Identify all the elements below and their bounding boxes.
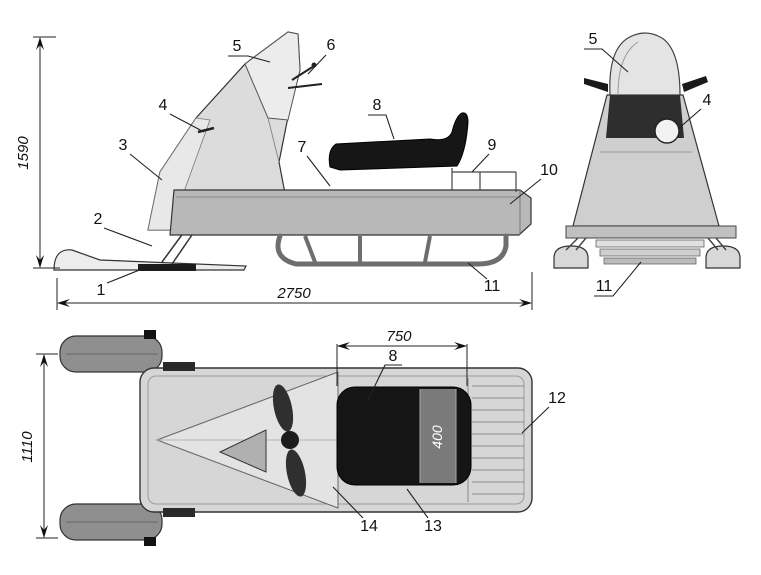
callout-1: 1 [97, 282, 106, 299]
height-dim-label: 1590 [15, 136, 32, 170]
top-view-dimensions: 1110 750 [19, 328, 468, 539]
rear-deck-planks [472, 385, 524, 495]
seat-length-dim-label: 750 [386, 328, 412, 345]
ski-pivot-mark [144, 330, 156, 339]
sled-frame-strut [303, 235, 317, 263]
side-view-dimensions: 1590 2750 [15, 36, 533, 310]
engine-cone [218, 429, 267, 473]
front-sled-layer [603, 257, 697, 265]
callout-10-leader [509, 178, 542, 205]
width-dim-label: 1110 [19, 431, 36, 463]
callout-10: 10 [540, 162, 558, 179]
callout-2: 2 [94, 211, 103, 228]
platform-shape [169, 189, 532, 236]
callout-14: 14 [360, 518, 378, 535]
sled-frame-strut [423, 235, 432, 263]
callout-5-front: 5 [589, 31, 598, 48]
top-view: 400 [59, 330, 533, 546]
callout-11-front: 11 [596, 278, 613, 295]
callout-8: 8 [373, 97, 382, 114]
length-dim-label: 2750 [276, 285, 311, 302]
callout-4: 4 [159, 97, 168, 114]
callout-9-leader [471, 153, 490, 173]
ski-shoe-shape [138, 264, 196, 271]
front-platform-bar [565, 225, 737, 239]
callout-11-leader [467, 262, 488, 280]
handle-wing-right [682, 76, 708, 92]
callout-5-leader [228, 55, 271, 63]
callout-5-front-leader [584, 48, 629, 73]
front-view [553, 32, 741, 269]
front-sled-layer [595, 239, 705, 248]
propeller-blade-lower [285, 449, 307, 497]
callout-14-leader [332, 486, 364, 519]
callout-8-top-leader [367, 364, 402, 401]
callout-8-leader [368, 114, 395, 140]
callout-13-leader [406, 488, 429, 519]
callout-6: 6 [327, 37, 336, 54]
front-strut [565, 237, 579, 251]
callout-7-leader [306, 155, 331, 187]
seat-shape [328, 112, 469, 171]
steering-strut-line [161, 231, 185, 263]
seat-dim-band [420, 389, 456, 483]
top-view-callouts: 8 12 13 14 [332, 348, 566, 535]
mirror-head [311, 62, 317, 68]
callout-9: 9 [488, 137, 497, 154]
propeller-hub [281, 431, 299, 449]
callout-4-leader [169, 113, 205, 133]
callout-11-front-leader [594, 261, 642, 297]
front-view-callouts: 5 4 11 [584, 31, 712, 297]
hood-side-panel [147, 117, 211, 231]
propeller-blade-upper [272, 384, 294, 432]
callout-11: 11 [484, 278, 501, 295]
front-ski-left [553, 245, 589, 269]
seat-width-dim-label: 400 [429, 425, 445, 449]
side-view [53, 31, 532, 271]
steering-link-lower [163, 508, 195, 517]
callout-12-leader [521, 406, 550, 434]
steering-strut-line [171, 231, 195, 265]
callout-3: 3 [119, 137, 128, 154]
porthole-window [654, 118, 680, 144]
front-windshield-shape [609, 32, 681, 96]
handlebar-line [287, 83, 323, 89]
handle-wing-left [584, 78, 608, 92]
front-windshield-curve [617, 41, 639, 96]
callout-13: 13 [424, 518, 442, 535]
callout-6-leader [307, 54, 327, 75]
side-view-callouts: 5 6 4 3 2 1 8 7 9 10 11 [94, 37, 558, 299]
callout-3-leader [129, 153, 163, 181]
front-ski-shape [53, 249, 247, 271]
front-strut [715, 237, 727, 251]
ski-pivot-mark [144, 537, 156, 546]
callout-4-front: 4 [703, 92, 712, 109]
hood-step-mark [197, 126, 215, 134]
mirror-arm-line [291, 65, 315, 81]
front-strut [707, 237, 719, 251]
front-ski-right [705, 245, 741, 269]
callout-5: 5 [233, 38, 242, 55]
callout-12: 12 [548, 390, 566, 407]
callout-8-top: 8 [389, 348, 398, 365]
windshield-edge-line [267, 117, 280, 163]
steering-link-upper [163, 362, 195, 371]
callout-1-leader [106, 268, 143, 284]
callout-7: 7 [298, 139, 307, 156]
callout-4-front-leader [677, 108, 702, 130]
front-sled-layer [599, 248, 701, 257]
callout-2-leader [103, 227, 153, 247]
front-strut [575, 237, 587, 251]
sled-frame-tube [275, 233, 509, 267]
